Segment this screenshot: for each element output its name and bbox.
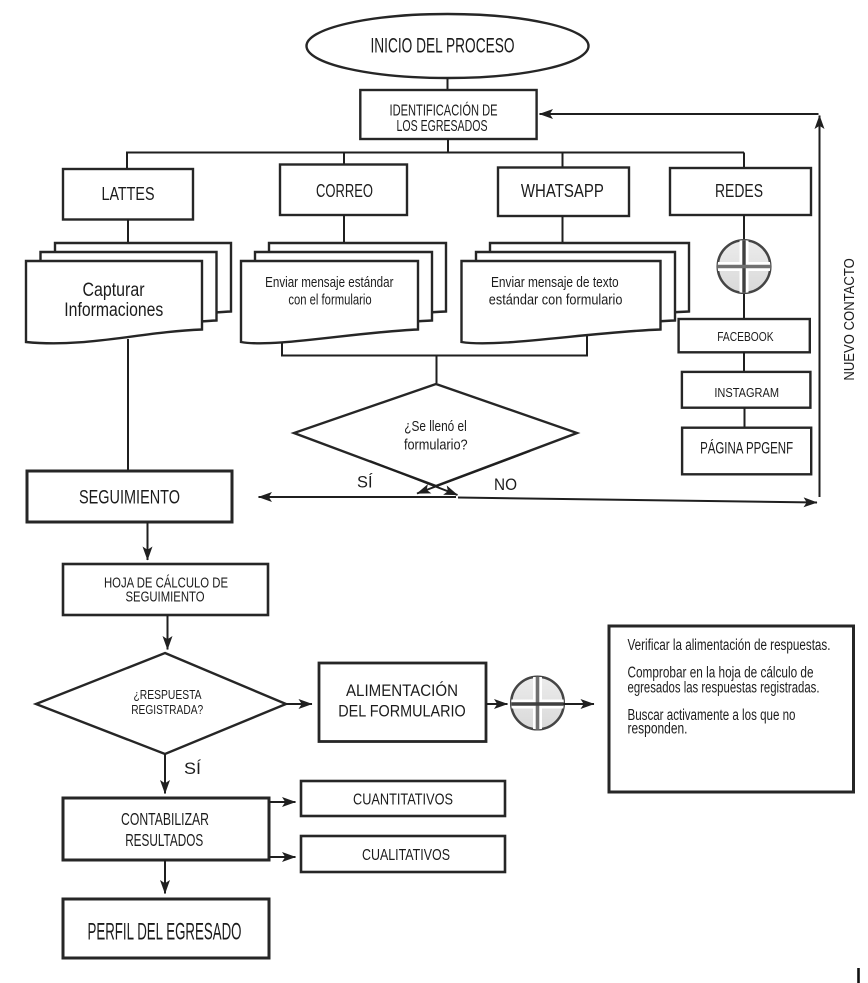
svg-text:¿RESPUESTA: ¿RESPUESTA xyxy=(134,688,203,702)
svg-text:responden.: responden. xyxy=(628,721,688,738)
svg-text:estándar con formulario: estándar con formulario xyxy=(489,292,623,309)
svg-text:Informaciones: Informaciones xyxy=(64,300,163,321)
svg-text:LOS EGRESADOS: LOS EGRESADOS xyxy=(397,118,488,135)
svg-text:INSTAGRAM: INSTAGRAM xyxy=(714,385,779,400)
svg-text:REGISTRADA?: REGISTRADA? xyxy=(131,703,203,717)
svg-text:DEL FORMULARIO: DEL FORMULARIO xyxy=(338,701,466,720)
svg-text:RESULTADOS: RESULTADOS xyxy=(125,830,203,850)
svg-text:CONTABILIZAR: CONTABILIZAR xyxy=(121,809,209,829)
svg-text:LATTES: LATTES xyxy=(102,184,155,204)
svg-text:REDES: REDES xyxy=(715,181,763,201)
svg-text:con el formulario: con el formulario xyxy=(288,292,371,309)
svg-text:CORREO: CORREO xyxy=(316,181,373,201)
svg-text:PERFIL DEL EGRESADO: PERFIL DEL EGRESADO xyxy=(88,918,242,945)
svg-text:CUANTITATIVOS: CUANTITATIVOS xyxy=(353,792,453,809)
svg-text:HOJA DE CÁLCULO DE: HOJA DE CÁLCULO DE xyxy=(104,575,228,592)
svg-text:Capturar: Capturar xyxy=(83,280,146,301)
svg-text:SÍ: SÍ xyxy=(357,473,373,492)
svg-text:INICIO DEL PROCESO: INICIO DEL PROCESO xyxy=(371,34,515,58)
svg-text:IDENTIFICACIÓN DE: IDENTIFICACIÓN DE xyxy=(390,101,498,120)
svg-text:¿Se llenó el: ¿Se llenó el xyxy=(404,418,467,435)
svg-text:Enviar mensaje de texto: Enviar mensaje de texto xyxy=(491,274,619,291)
svg-text:formulario?: formulario? xyxy=(404,437,468,454)
svg-text:WHATSAPP: WHATSAPP xyxy=(521,181,604,201)
svg-text:SÍ: SÍ xyxy=(184,759,201,778)
svg-text:Comprobar en la hoja de cálcul: Comprobar en la hoja de cálculo de xyxy=(628,665,814,682)
svg-text:SEGUIMIENTO: SEGUIMIENTO xyxy=(126,589,205,606)
svg-text:Verificar la alimentación de r: Verificar la alimentación de respuestas. xyxy=(628,637,831,654)
svg-text:NUEVO CONTACTO: NUEVO CONTACTO xyxy=(842,258,858,380)
svg-text:FACEBOOK: FACEBOOK xyxy=(717,330,774,344)
svg-text:egresados las respuestas regis: egresados las respuestas registradas. xyxy=(628,680,820,697)
svg-text:PÁGINA PPGENF: PÁGINA PPGENF xyxy=(700,439,793,458)
svg-text:Buscar activamente a los que n: Buscar activamente a los que no xyxy=(628,707,796,724)
svg-text:NO: NO xyxy=(494,475,517,494)
svg-text:ALIMENTACIÓN: ALIMENTACIÓN xyxy=(346,681,458,700)
svg-text:Enviar mensaje estándar: Enviar mensaje estándar xyxy=(265,274,393,291)
svg-text:CUALITATIVOS: CUALITATIVOS xyxy=(362,847,450,864)
svg-text:SEGUIMIENTO: SEGUIMIENTO xyxy=(79,488,180,509)
